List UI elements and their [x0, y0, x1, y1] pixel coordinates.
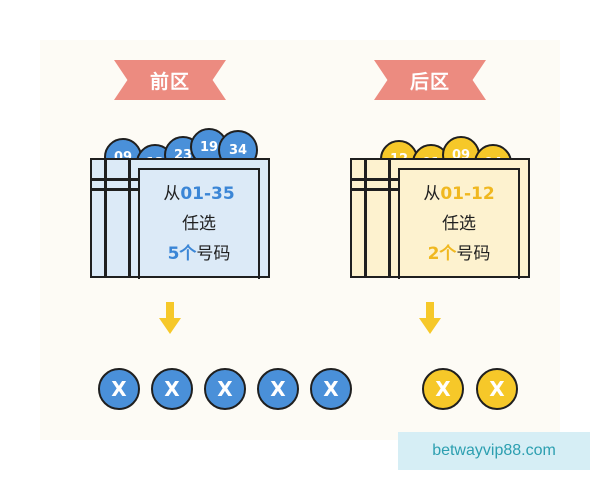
box-divider [388, 160, 391, 276]
back-zone-ribbon: 后区 [374, 60, 486, 100]
front-count: 5个 [167, 244, 197, 265]
front-zone-ribbon: 前区 [114, 60, 226, 100]
box-divider [104, 160, 107, 276]
box-divider [128, 160, 131, 276]
pick-ball: X [151, 368, 193, 410]
pick-ball: X [204, 368, 246, 410]
back-zone-panel: 后区 12 01 09 04 从01-12 任选 2个号码 X X [300, 40, 560, 440]
pick-ball: X [98, 368, 140, 410]
box-divider [92, 178, 138, 181]
back-count: 2个 [427, 244, 457, 265]
rule-choose: 任选 [442, 214, 476, 235]
rule-prefix: 从 [163, 184, 181, 205]
front-range: 01-35 [180, 184, 235, 205]
rule-suffix: 号码 [456, 244, 491, 265]
back-ball-box: 从01-12 任选 2个号码 [350, 158, 530, 279]
rule-suffix: 号码 [196, 244, 231, 265]
pick-ball: X [476, 368, 518, 410]
rule-choose: 任选 [182, 214, 216, 235]
pick-ball: X [310, 368, 352, 410]
front-picks: X X X X X [40, 368, 352, 412]
back-range: 01-12 [440, 184, 495, 205]
down-arrow-icon [419, 302, 441, 336]
rule-prefix: 从 [423, 184, 441, 205]
pick-ball: X [422, 368, 464, 410]
box-divider [364, 160, 367, 276]
down-arrow-icon [159, 302, 181, 336]
back-picks: X X [300, 368, 560, 412]
box-divider [92, 188, 138, 191]
front-zone-panel: 前区 09 12 23 19 34 从01-35 任选 5个号码 X X X [40, 40, 352, 440]
lottery-rules-illustration: 前区 09 12 23 19 34 从01-35 任选 5个号码 X X X [40, 40, 560, 440]
back-rule-text: 从01-12 任选 2个号码 [398, 168, 520, 279]
pick-ball: X [257, 368, 299, 410]
box-divider [352, 188, 398, 191]
front-ball-box: 从01-35 任选 5个号码 [90, 158, 270, 279]
front-rule-text: 从01-35 任选 5个号码 [138, 168, 260, 279]
watermark-link[interactable]: betwayvip88.com [398, 432, 590, 470]
box-divider [352, 178, 398, 181]
